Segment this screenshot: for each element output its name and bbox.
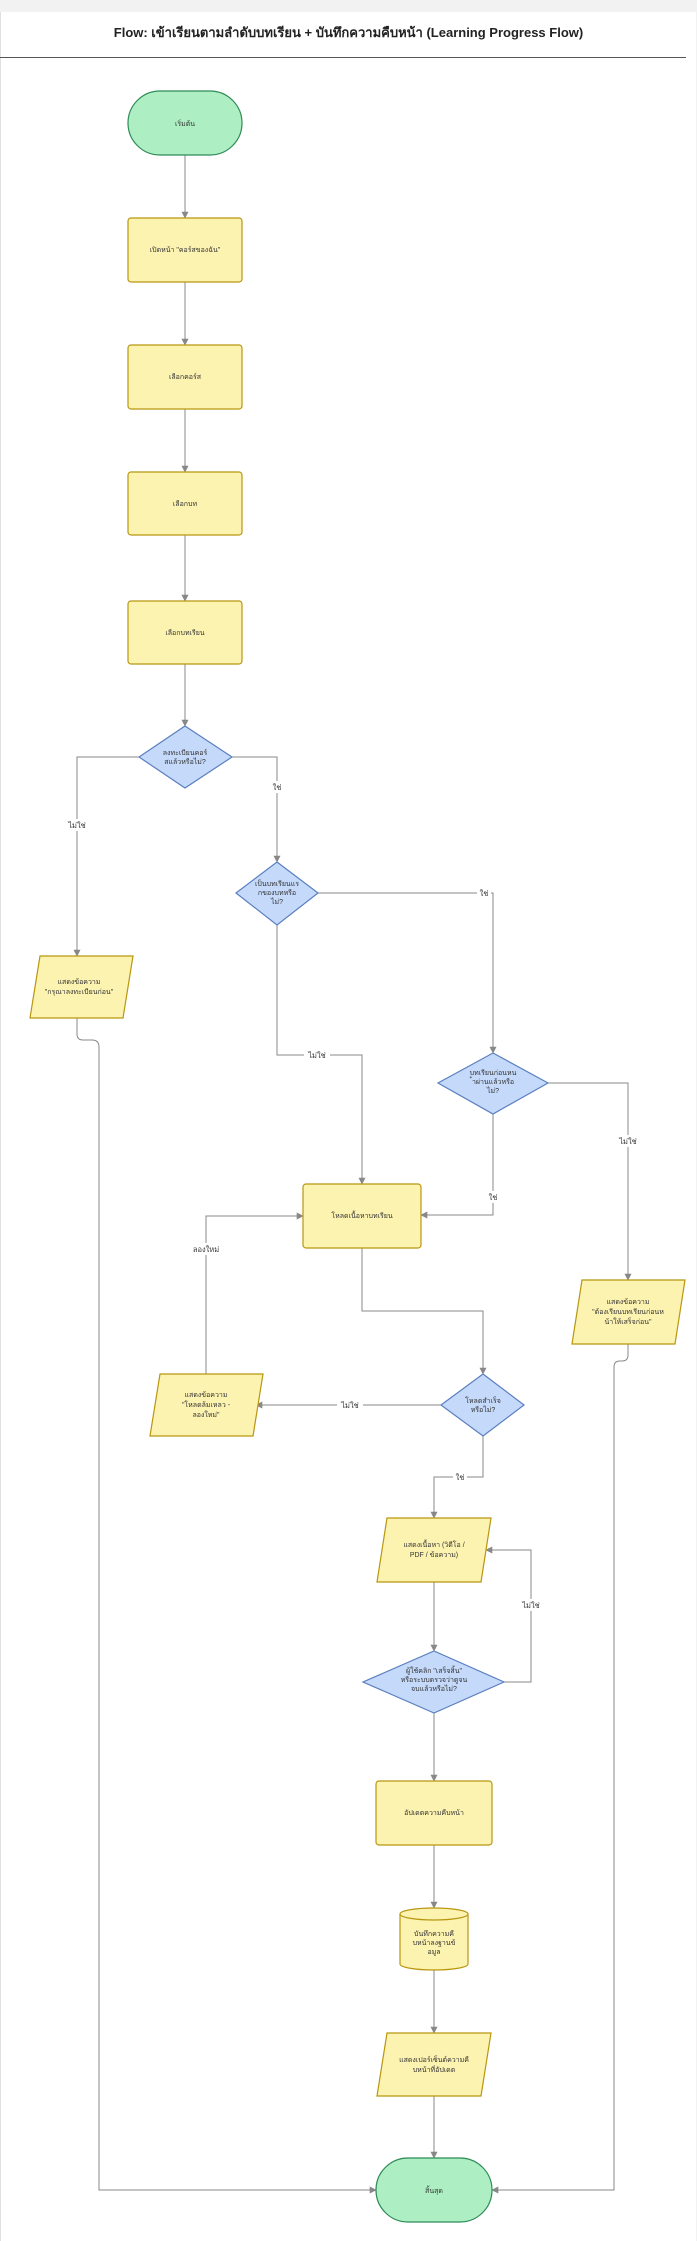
- node-enrolled-line1: ลงทะเบียนคอร์: [163, 749, 208, 757]
- edge-prevmsg-to-end: [491, 1344, 629, 2194]
- edge-enrollmsg-to-end: [76, 1018, 377, 2194]
- node-update-label: อัปเดตความคืบหน้า: [404, 1809, 464, 1817]
- node-end: สิ้นสุด: [375, 2157, 493, 2223]
- node-first-lesson-decision: เป็นบทเรียนแร กของบทหรือ ไม่?: [235, 861, 319, 926]
- title-divider: [0, 57, 686, 58]
- node-load-ok-decision: โหลดสำเร็จ หรือไม่?: [439, 1373, 525, 1437]
- node-done-line1: ผู้ใช้คลิก "เสร็จสิ้น": [406, 1664, 462, 1675]
- node-save-line1: บันทึกความคื: [414, 1929, 454, 1938]
- node-end-label: สิ้นสุด: [425, 2184, 443, 2195]
- node-enrolled-line2: สแล้วหรือไม่?: [164, 757, 206, 766]
- node-enroll-msg-line2: "กรุณาลงทะเบียนก่อน": [45, 988, 114, 996]
- node-select-chapter: เลือกบท: [127, 471, 243, 536]
- node-prev-msg-line2: "ต้องเรียนบทเรียนก่อนห: [592, 1308, 664, 1316]
- node-select-lesson: เลือกบทเรียน: [127, 600, 243, 665]
- node-first-line1: เป็นบทเรียนแร: [255, 879, 299, 888]
- edge-label-prev-no: ไม่ใช่: [618, 1137, 636, 1146]
- node-enroll-msg-line1: แสดงข้อความ: [58, 978, 101, 986]
- node-start-label: เริ่มต้น: [175, 119, 195, 128]
- edge-label-prev-yes: ใช่: [489, 1193, 498, 1202]
- node-prev-msg-line3: น้าให้เสร็จก่อน": [605, 1317, 653, 1326]
- edge-load-to-loadok: [361, 1248, 487, 1375]
- node-prev-msg-line1: แสดงข้อความ: [607, 1298, 650, 1306]
- node-show-prev-msg: แสดงข้อความ "ต้องเรียนบทเรียนก่อนห น้าให…: [571, 1279, 686, 1345]
- edge-prev-no: [548, 1082, 632, 1281]
- node-error-line3: ลองใหม่": [192, 1410, 220, 1419]
- node-content-line1: แสดงเนื้อหา (วิดีโอ /: [403, 1538, 464, 1549]
- node-show-content: แสดงเนื้อหา (วิดีโอ / PDF / ข้อความ): [376, 1517, 492, 1583]
- diagram-canvas: [0, 12, 696, 2241]
- node-update-progress: อัปเดตความคืบหน้า: [375, 1780, 493, 1846]
- node-show-enroll-msg: แสดงข้อความ "กรุณาลงทะเบียนก่อน": [29, 955, 134, 1019]
- node-load-content: โหลดเนื้อหาบทเรียน: [302, 1183, 422, 1249]
- edge-done-no: [485, 1546, 532, 1683]
- edge-label-enrolled-yes: ใช่: [273, 783, 282, 792]
- edge-label-done-no: ไม่ใช่: [521, 1601, 539, 1610]
- edge-enrolled-yes: [232, 756, 281, 863]
- node-first-line3: ไม่?: [270, 897, 283, 906]
- node-prev-line1: บทเรียนก่อนหน: [470, 1069, 517, 1077]
- node-select-course-label: เลือกคอร์ส: [169, 373, 202, 381]
- node-first-line2: กของบทหรือ: [258, 889, 296, 897]
- node-open-catalog: เปิดหน้า "คอร์สของฉัน": [127, 217, 243, 283]
- edge-prev-yes: [420, 1114, 494, 1219]
- node-load-content-label: โหลดเนื้อหาบทเรียน: [331, 1209, 392, 1220]
- edge-label-loadok-no: ไม่ใช่: [340, 1401, 358, 1410]
- edge-label-retry: ลองใหม่: [193, 1245, 219, 1254]
- node-save-line3: อมูล: [427, 1949, 440, 1956]
- node-save-progress-db: บันทึกความคื บหน้าลงฐานข้ อมูล: [399, 1907, 469, 1971]
- edge-label-loadok-yes: ใช่: [456, 1473, 465, 1482]
- node-loadok-line1: โหลดสำเร็จ: [465, 1396, 501, 1405]
- node-select-chapter-label: เลือกบท: [173, 500, 198, 508]
- node-save-line2: บหน้าลงฐานข้: [413, 1939, 456, 1947]
- node-prev-line2: ้าผ่านแล้วหรือ: [469, 1075, 514, 1086]
- node-select-lesson-label: เลือกบทเรียน: [165, 629, 204, 637]
- edge-enrolled-no: [73, 756, 139, 957]
- node-error-line1: แสดงข้อความ: [185, 1391, 228, 1399]
- node-done-line2: หรือระบบตรวจว่าดูจน: [401, 1676, 468, 1684]
- node-prev-line3: ไม่?: [486, 1086, 499, 1095]
- node-start: เริ่มต้น: [127, 90, 243, 156]
- edge-first-yes: [318, 892, 497, 1054]
- node-progress-line1: แสดงเปอร์เซ็นต์ความคื: [399, 2055, 469, 2064]
- node-open-catalog-label: เปิดหน้า "คอร์สของฉัน": [150, 246, 221, 254]
- edge-label-enrolled-no: ไม่ใช่: [67, 821, 85, 830]
- edge-error-retry: [205, 1212, 304, 1374]
- node-done-line3: จบแล้วหรือไม่?: [411, 1684, 457, 1693]
- node-enrolled-decision: ลงทะเบียนคอร์ สแล้วหรือไม่?: [137, 725, 234, 789]
- node-show-progress: แสดงเปอร์เซ็นต์ความคื บหน้าที่อัปเดต: [376, 2032, 492, 2097]
- node-clicked-done-decision: ผู้ใช้คลิก "เสร็จสิ้น" หรือระบบตรวจว่าดู…: [361, 1650, 506, 1714]
- edge-label-first-no: ไม่ใช่: [307, 1051, 325, 1060]
- node-prev-done-decision: บทเรียนก่อนหน ้าผ่านแล้วหรือ ไม่?: [436, 1052, 550, 1115]
- diagram-title: Flow: เข้าเรียนตามลำดับบทเรียน + บันทึกค…: [113, 25, 584, 40]
- node-error-line2: "โหลดล้มเหลว -: [182, 1400, 231, 1409]
- edge-label-first-yes: ใช่: [480, 889, 489, 898]
- node-content-line2: PDF / ข้อความ): [410, 1551, 458, 1559]
- node-progress-line2: บหน้าที่อัปเดต: [413, 2065, 456, 2074]
- node-show-error-msg: แสดงข้อความ "โหลดล้มเหลว - ลองใหม่": [149, 1373, 264, 1437]
- node-select-course: เลือกคอร์ส: [127, 344, 243, 410]
- node-loadok-line2: หรือไม่?: [471, 1405, 496, 1414]
